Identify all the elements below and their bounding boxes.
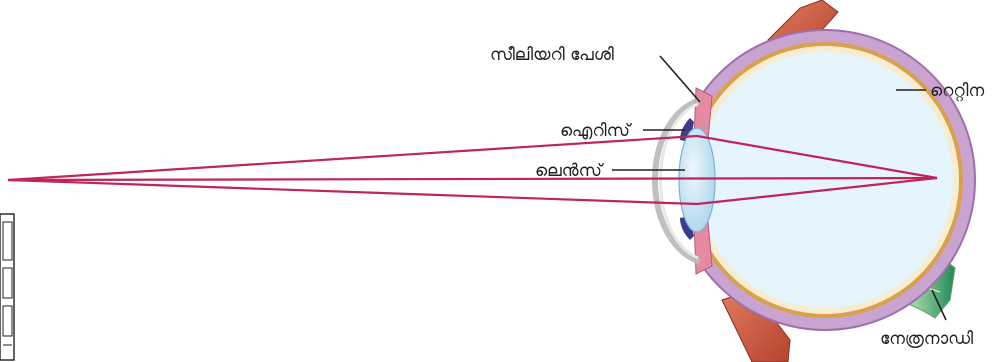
label-ciliary-muscle: സീലിയറി പേശി [490, 45, 614, 65]
leader-ciliary [659, 55, 701, 103]
label-optic-nerve: നേത്രനാഡി [880, 329, 973, 349]
ray-upper-out [696, 134, 938, 180]
label-iris: ഐറിസ് [560, 121, 632, 141]
light-rays [7, 134, 938, 206]
vitreous-humor [697, 52, 953, 308]
ray-upper-in [7, 134, 698, 182]
label-retina: റെറ്റിന [930, 81, 984, 101]
ray-lower-in [7, 178, 698, 206]
ray-lower-out [696, 176, 938, 206]
cornea [652, 97, 702, 265]
leader-optic-nerve [931, 289, 947, 321]
lens [678, 127, 716, 233]
cropped-chart-fragment [0, 213, 15, 361]
ray-center [7, 176, 938, 182]
label-lens: ലെൻസ് [535, 161, 604, 181]
